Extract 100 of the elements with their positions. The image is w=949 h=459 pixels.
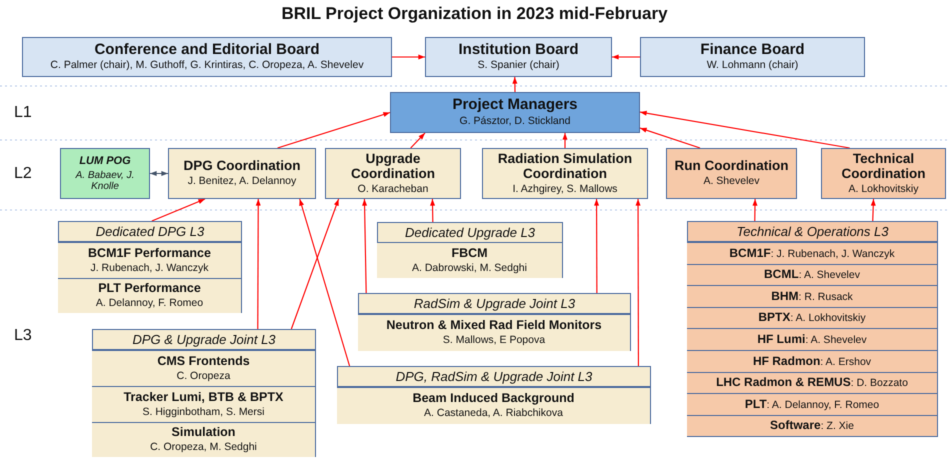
board-box — [425, 37, 612, 77]
connector-arrow — [277, 112, 390, 149]
manager-box — [390, 92, 640, 133]
group-panel — [337, 366, 651, 424]
box-title: DPG Coordination — [184, 159, 300, 174]
role-row — [687, 372, 937, 394]
level-label: L2 — [14, 165, 32, 183]
box-title: BCM1F Performance — [88, 246, 211, 261]
member-names: C. Oropeza — [176, 370, 230, 382]
board-box — [640, 37, 865, 77]
task-box — [377, 242, 562, 278]
member-names: O. Karacheban — [358, 184, 428, 196]
group-panel — [377, 222, 563, 278]
box-title: PLT Performance — [98, 282, 201, 296]
box-title: CMS Frontends — [157, 354, 250, 369]
task-box — [92, 422, 315, 457]
role-text: BPTX: A. Lokhovitskiy — [758, 311, 866, 325]
member-names: S. Spanier (chair) — [478, 60, 560, 72]
level-label: L3 — [14, 327, 32, 345]
box-title: Tracker Lumi, BTB & BPTX — [124, 390, 284, 405]
coordination-box — [168, 148, 316, 199]
role-row — [687, 350, 937, 372]
task-box — [337, 387, 650, 424]
role-row — [687, 264, 937, 286]
task-box — [92, 350, 315, 386]
box-title: Institution Board — [458, 42, 578, 58]
connector-arrow — [612, 54, 640, 60]
connector-arrow — [152, 198, 206, 222]
box-title: Finance Board — [700, 42, 805, 58]
group-panel — [358, 293, 631, 351]
role-text: Software: Z. Xie — [770, 419, 854, 433]
box-title: Radiation Simulation Coordination — [496, 152, 634, 182]
role-row — [687, 306, 937, 328]
member-names: J. Rubenach, J. Wanczyk — [90, 262, 209, 274]
connector-arrow — [594, 199, 600, 293]
box-title: Conference and Editorial Board — [94, 42, 320, 58]
task-box — [92, 386, 315, 422]
connector-arrow — [752, 199, 758, 221]
group-panel — [92, 329, 316, 457]
member-names: A. Babaev, J. Knolle — [74, 170, 136, 192]
coordination-box — [325, 148, 461, 199]
role-row — [687, 242, 937, 264]
connector-arrow — [430, 199, 436, 222]
member-names: A. Dabrowski, M. Sedghi — [412, 262, 527, 274]
box-title: Simulation — [172, 426, 236, 440]
connector-arrow — [640, 128, 700, 149]
box-title: Project Managers — [452, 97, 578, 114]
role-text: HF Lumi: A. Shevelev — [757, 332, 867, 346]
connector-arrow — [640, 110, 850, 149]
group-box — [60, 148, 150, 199]
role-text: PLT: A. Delannoy, F. Romeo — [744, 398, 880, 412]
box-title: Beam Induced Background — [412, 392, 574, 406]
diagram-title: BRIL Project Organization in 2023 mid-February — [280, 4, 669, 24]
member-names: I. Azhgirey, S. Mallows — [512, 184, 618, 196]
coordination-box — [821, 148, 946, 199]
role-text: BCML: A. Shevelev — [764, 268, 860, 282]
task-box — [58, 242, 241, 278]
role-text: BCM1F: J. Rubenach, J. Wanczyk — [729, 246, 895, 260]
connector-arrow — [410, 132, 426, 148]
member-names: A. Shevelev — [703, 176, 760, 188]
member-names: G. Pásztor, D. Stickland — [460, 116, 570, 128]
box-title: Run Coordination — [674, 159, 788, 174]
member-names: W. Lohmann (chair) — [706, 60, 798, 72]
connector-arrow — [870, 198, 876, 222]
box-title: Technical Coordination — [840, 152, 926, 182]
level-label: L1 — [14, 104, 32, 122]
connector-arrow — [290, 198, 340, 330]
member-names: A. Castaneda, A. Riabchikova — [424, 408, 563, 420]
box-title: Neutron & Mixed Rad Field Monitors — [386, 319, 602, 334]
role-row — [687, 393, 937, 415]
member-names: C. Palmer (chair), M. Guthoff, G. Krintiras, C. Oropeza, A. Shevelev — [50, 60, 364, 72]
box-title: LUM POG — [79, 155, 131, 168]
member-names: S. Higginbotham, S. Mersi — [142, 406, 264, 418]
role-row — [687, 328, 937, 350]
task-box — [58, 278, 241, 313]
connector-arrow — [256, 199, 261, 329]
group-panel — [58, 221, 242, 313]
role-row — [687, 414, 937, 436]
coordination-box — [482, 148, 648, 199]
member-names: A. Delannoy, F. Romeo — [96, 298, 204, 310]
member-names: A. Lokhovitskiy — [848, 184, 919, 196]
coordination-box — [666, 148, 797, 199]
member-names: J. Benitez, A. Delannoy — [188, 176, 296, 188]
connector-arrow — [299, 198, 350, 366]
member-names: C. Oropeza, M. Sedghi — [150, 442, 257, 454]
connector-arrow — [392, 54, 425, 60]
box-title: Upgrade Coordination — [350, 152, 436, 182]
group-panel — [687, 221, 938, 437]
connector-arrow — [362, 198, 368, 294]
board-box — [22, 37, 392, 77]
role-text: LHC Radmon & REMUS: D. Bozzato — [716, 376, 908, 390]
role-text: BHM: R. Rusack — [771, 290, 853, 304]
role-row — [687, 285, 937, 307]
connector-arrow — [562, 133, 568, 148]
role-text: HF Radmon: A. Ershov — [752, 354, 872, 368]
connector-arrow — [512, 77, 518, 92]
connector-arrow — [150, 171, 168, 176]
connector-arrow — [636, 199, 641, 366]
member-names: S. Mallows, E Popova — [442, 335, 546, 347]
task-box — [358, 314, 630, 351]
